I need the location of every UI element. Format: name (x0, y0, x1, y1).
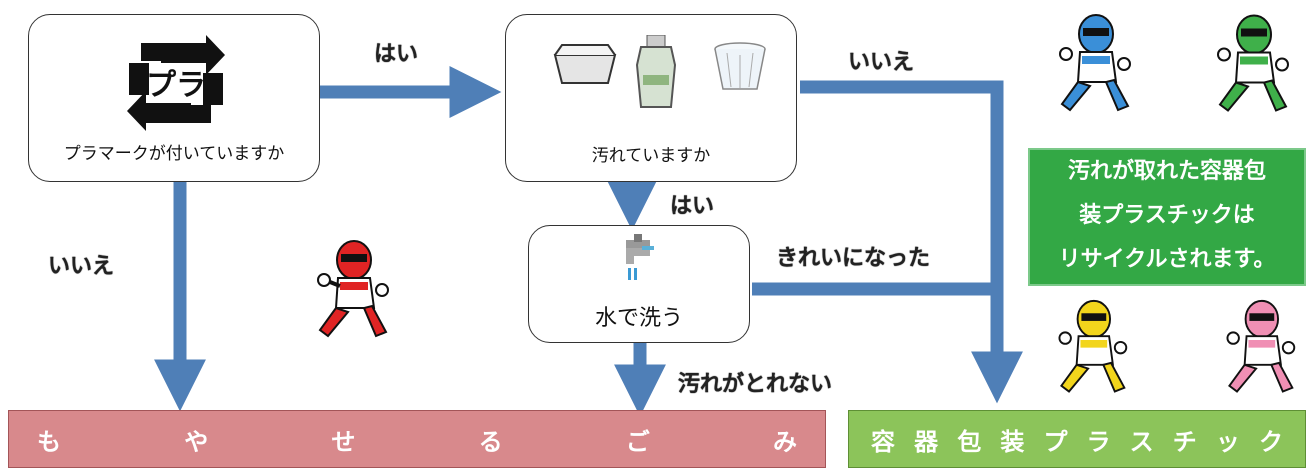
recycling-note-line: リサイクルされます。 (1058, 247, 1276, 272)
faucet-icon (626, 234, 654, 280)
burnable-waste-bin: も や せ る ご み (8, 410, 826, 468)
wash-action-box: 水で洗う (528, 225, 750, 343)
dirty-question-box: 汚れていますか (505, 14, 797, 182)
svg-text:プラ: プラ (146, 68, 206, 103)
pla-mark-icon: プラ (127, 35, 225, 131)
plastic-char: ク (1258, 427, 1283, 456)
plastic-char: ス (1129, 427, 1154, 456)
edge-label-wash-clean: きれいになった (776, 246, 931, 271)
plastic-char: チ (1172, 427, 1197, 456)
edge-label-plamark-no: いいえ (48, 254, 115, 279)
plastic-char: ラ (1086, 427, 1111, 456)
burnable-char: せ (331, 427, 356, 456)
burnable-char: も (37, 427, 61, 456)
red-hero-illustration (317, 240, 389, 338)
recycling-note-line: 装プラスチックは (1079, 203, 1255, 228)
plastic-packaging-bin: 容 器 包 装 プ ラ ス チ ッ ク (848, 410, 1306, 468)
bottle-icon (635, 35, 677, 108)
plamark-question-box: プラ プラマークが付いていますか (28, 14, 320, 182)
food-tray-icon (553, 44, 617, 84)
burnable-char: ご (625, 427, 650, 456)
plastic-char: 容 (871, 427, 895, 456)
edge-label-dirty-yes: はい (670, 194, 715, 219)
plastic-char: 装 (1000, 427, 1025, 456)
recycling-note-line: 汚れが取れた容器包 (1067, 159, 1266, 184)
plastic-char: 器 (914, 427, 939, 456)
edge-label-wash-dirty: 汚れがとれない (678, 372, 833, 397)
dirty-question-label: 汚れていますか (591, 146, 711, 166)
wash-action-label: 水で洗う (594, 306, 683, 331)
plastic-char: プ (1043, 427, 1068, 456)
yellow-hero-illustration (1058, 299, 1128, 393)
plastic-char: ッ (1215, 427, 1240, 456)
blue-hero-illustration (1059, 14, 1131, 112)
burnable-char: み (772, 427, 797, 456)
plastic-char: 包 (957, 427, 982, 456)
pink-hero-illustration (1226, 299, 1296, 393)
green-hero-illustration (1217, 14, 1289, 112)
plamark-question-label: プラマークが付いていますか (63, 144, 285, 164)
recycling-note: 汚れが取れた容器包 装プラスチックは リサイクルされます。 (1028, 148, 1306, 286)
burnable-char: る (478, 427, 503, 456)
arrow-no-to-plastic (800, 80, 1023, 404)
cup-icon (714, 42, 766, 90)
edge-label-dirty-no: いいえ (848, 50, 915, 75)
edge-label-plamark-yes: はい (374, 42, 419, 67)
burnable-char: や (184, 427, 209, 456)
